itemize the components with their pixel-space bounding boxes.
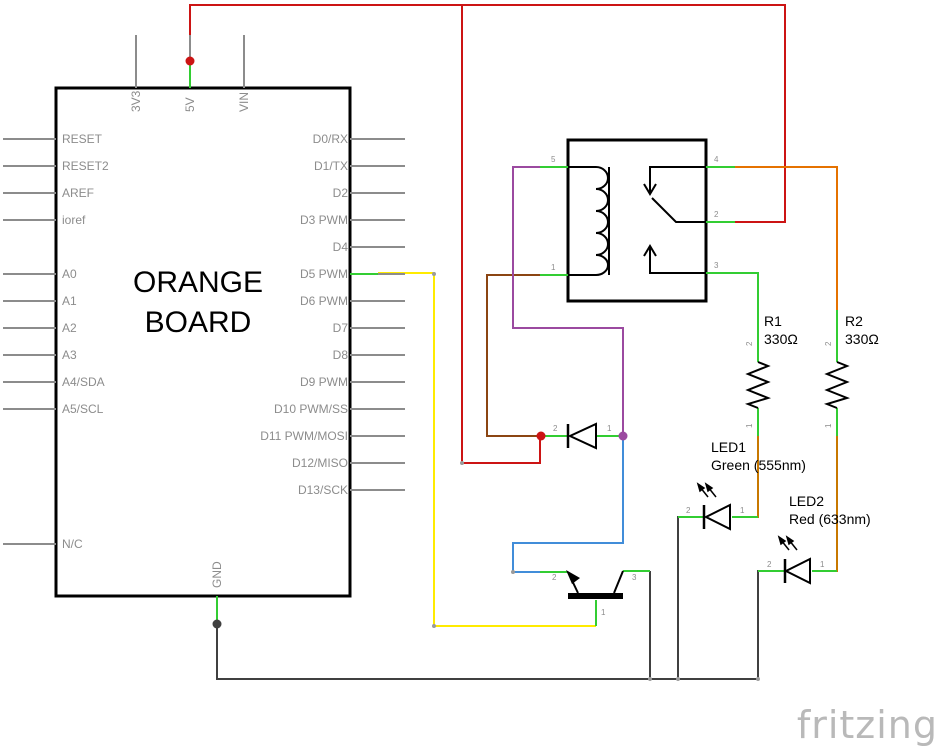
left-pins: [3, 138, 56, 545]
right-pin-labels: D0/RX D1/TX D2 D3 PWM D4 D5 PWM D6 PWM D…: [260, 132, 348, 497]
pin-label-d4: D4: [333, 240, 349, 254]
resistor-r2: R2 330Ω 2 1: [823, 310, 879, 436]
pin-label-d3: D3 PWM: [300, 213, 348, 227]
pin-label-reset: RESET: [62, 132, 103, 146]
wire-5v-red: [189, 4, 786, 464]
board-name-line2: BOARD: [145, 306, 252, 339]
junction-5v: [185, 56, 195, 66]
led1: 2 1 LED1 Green (555nm): [678, 439, 806, 531]
relay-pin-3: 3: [714, 261, 719, 270]
relay: 5 1 4 2 3: [540, 138, 735, 303]
relay-switch-icon: [643, 166, 706, 274]
wire-relay-r1-green: [735, 272, 759, 310]
r1-pin-1: 1: [745, 423, 754, 428]
relay-pin-5: 5: [551, 155, 556, 164]
junction-diode-cathode: [618, 431, 628, 441]
pin-label-a1: A1: [62, 294, 77, 308]
r2-name: R2: [845, 313, 863, 329]
pin-label-gnd: GND: [210, 561, 224, 588]
resistor-r2-icon: [823, 361, 851, 409]
relay-pin-2: 2: [714, 210, 719, 219]
right-pins: [350, 138, 405, 491]
relay-body: [566, 138, 708, 303]
led2-name: LED2: [789, 493, 824, 509]
pin-label-d6: D6 PWM: [300, 294, 348, 308]
diode-pin-1: 1: [607, 424, 612, 433]
pin-label-3v3: 3V3: [129, 90, 143, 112]
transistor-base-bar: [568, 593, 623, 599]
led2-desc: Red (633nm): [789, 511, 871, 527]
r1-name: R1: [764, 313, 782, 329]
r2-pin-2: 2: [824, 341, 833, 346]
led1-icon: [703, 503, 731, 531]
pin-label-a4-sda: A4/SDA: [62, 375, 105, 389]
relay-pin-1: 1: [551, 263, 556, 272]
r1-pin-2: 2: [745, 341, 754, 346]
top-pins: 3V3 5V VIN: [129, 35, 251, 112]
pin-label-d2: D2: [333, 186, 349, 200]
transistor-pin-1: 1: [601, 608, 606, 617]
led1-light-arrows-icon: [696, 482, 717, 498]
resistor-r1-icon: [744, 361, 772, 409]
wire-endpoints: [432, 272, 760, 681]
pin-label-aref: AREF: [62, 186, 94, 200]
pin-label-a2: A2: [62, 321, 77, 335]
led2-pin-1: 1: [820, 560, 825, 569]
relay-coil-icon: [568, 166, 609, 276]
board-outline: [54, 86, 352, 598]
led2-light-arrows-icon: [777, 535, 798, 551]
pin-label-a3: A3: [62, 348, 77, 362]
led1-name: LED1: [711, 439, 746, 455]
pin-label-nc: N/C: [62, 537, 83, 551]
diode-icon: [567, 422, 597, 450]
transistor-pin-2: 2: [552, 573, 557, 582]
wire-relay-r2-orange: [735, 166, 838, 310]
transistor-arrow-icon: [566, 570, 580, 584]
pin-label-d5: D5 PWM: [300, 267, 348, 281]
pin-label-d13: D13/SCK: [298, 483, 348, 497]
pin-label-d10: D10 PWM/SS: [274, 402, 348, 416]
led1-pin-1: 1: [740, 506, 745, 515]
junction-diode-anode: [536, 431, 546, 441]
r2-pin-1: 1: [824, 423, 833, 428]
led2: 2 1 LED2 Red (633nm): [758, 493, 871, 585]
pin-label-vin: VIN: [237, 92, 251, 112]
led2-icon: [783, 557, 811, 585]
board-name-line1: ORANGE: [133, 266, 263, 299]
r1-value: 330Ω: [764, 331, 798, 347]
fritzing-logo: fritzing: [797, 703, 938, 747]
transistor-pin-3: 3: [632, 573, 637, 582]
pin-label-d9: D9 PWM: [300, 375, 348, 389]
led1-desc: Green (555nm): [711, 457, 806, 473]
orange-board: ORANGE BOARD 3V3 5V VIN: [3, 35, 405, 629]
led1-pin-2: 2: [686, 506, 691, 515]
diode-pin-2: 2: [553, 424, 558, 433]
junction-gnd: [212, 619, 222, 629]
resistor-r1: R1 330Ω 2 1: [744, 310, 798, 436]
wire-relay-coil-purple: [512, 166, 624, 436]
pin-label-d8: D8: [333, 348, 349, 362]
flyback-diode: 2 1: [536, 422, 628, 450]
left-pin-labels: RESET RESET2 AREF ioref A0 A1 A2 A3 A4/S…: [62, 132, 109, 551]
transistor: 2 3 1: [540, 570, 650, 626]
pin-label-a0: A0: [62, 267, 77, 281]
pin-label-d12: D12/MISO: [292, 456, 348, 470]
wire-transistor-base-blue: [512, 436, 624, 573]
wire-gnd: [216, 516, 785, 680]
pin-label-ioref: ioref: [62, 213, 86, 227]
pin-label-d11: D11 PWM/MOSI: [260, 429, 348, 443]
pin-label-d1: D1/TX: [314, 159, 348, 173]
pin-label-d0: D0/RX: [313, 132, 348, 146]
led2-pin-2: 2: [767, 560, 772, 569]
pin-label-5v: 5V: [183, 97, 197, 112]
wire-d5-yellow: [378, 272, 596, 627]
pin-label-reset2: RESET2: [62, 159, 109, 173]
pin-label-a5-scl: A5/SCL: [62, 402, 104, 416]
pin-label-d7: D7: [333, 321, 349, 335]
r2-value: 330Ω: [845, 331, 879, 347]
relay-pin-4: 4: [714, 155, 719, 164]
